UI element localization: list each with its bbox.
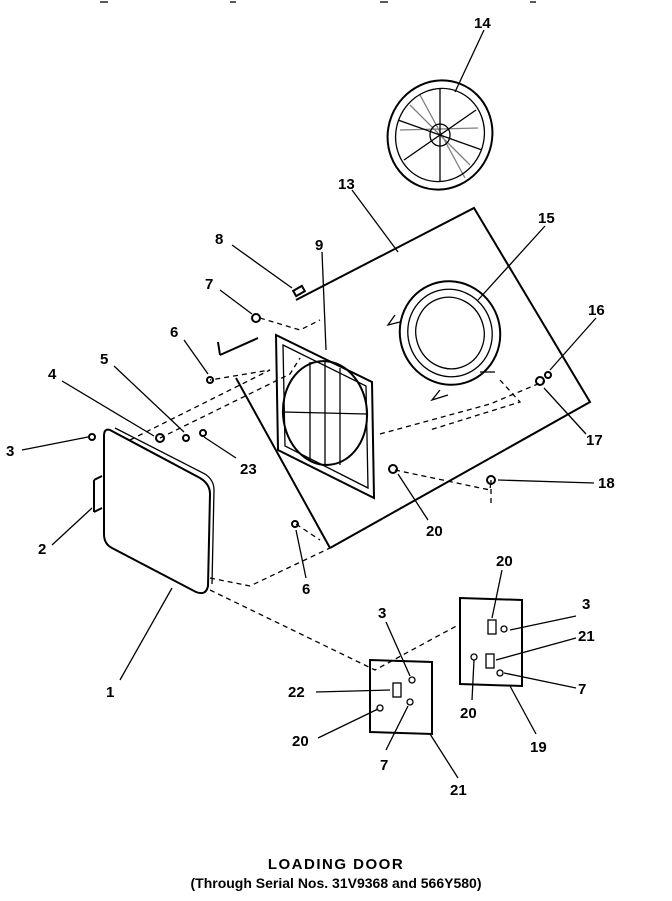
callout-7-c: 7: [380, 757, 388, 774]
callout-18: 21: [578, 628, 595, 645]
callout-12: 15: [538, 210, 555, 227]
callout-6-b: 6: [302, 581, 310, 598]
callout-13: 16: [588, 302, 605, 319]
callout-20-b: 20: [292, 733, 309, 750]
callout-19: 19: [530, 739, 547, 756]
callout-15: 18: [598, 475, 615, 492]
part-21-strike-plate: [369, 658, 433, 736]
callout-labels: 14 13 15 8 9 7 16 6 5 4 3 23 17 18 20 2 …: [6, 15, 615, 799]
callout-20-a: 20: [460, 705, 477, 722]
hardware-parts: [88, 284, 552, 528]
part-11-lint-filter: [386, 79, 494, 191]
callout-6-a: 6: [170, 324, 178, 341]
leader-lines: [21, 29, 597, 779]
callout-21: 21: [450, 782, 467, 799]
callout-17: 20: [496, 553, 513, 570]
callout-23: 23: [240, 461, 257, 478]
callout-2: 2: [38, 541, 46, 558]
part-10-outline: [217, 206, 592, 549]
part-9-door-frame: [274, 333, 376, 500]
callout-3-a: 3: [6, 443, 14, 460]
diagram-title: LOADING DOOR: [267, 856, 405, 873]
assembly-dashed-lines: [129, 317, 546, 671]
callout-3-c: 3: [378, 605, 386, 622]
callout-10: 13: [338, 176, 355, 193]
part-1-loading-door: [93, 427, 215, 595]
callout-1: 1: [106, 684, 114, 701]
callout-7-b: 7: [578, 681, 586, 698]
callout-7-a: 7: [205, 276, 213, 293]
callout-4: 4: [48, 366, 57, 383]
callout-8: 8: [215, 231, 223, 248]
callout-9: 9: [315, 237, 323, 254]
callout-22: 22: [288, 684, 305, 701]
part-19-latch-plate: [459, 596, 523, 688]
callout-16: 20: [426, 523, 443, 540]
callout-5: 5: [100, 351, 108, 368]
callout-3-b: 3: [582, 596, 590, 613]
callout-14: 17: [586, 432, 603, 449]
callout-11: 14: [474, 15, 491, 32]
part-12-window: [386, 280, 502, 402]
diagram-subtitle: (Through Serial Nos. 31V9368 and 566Y580…: [190, 875, 482, 891]
